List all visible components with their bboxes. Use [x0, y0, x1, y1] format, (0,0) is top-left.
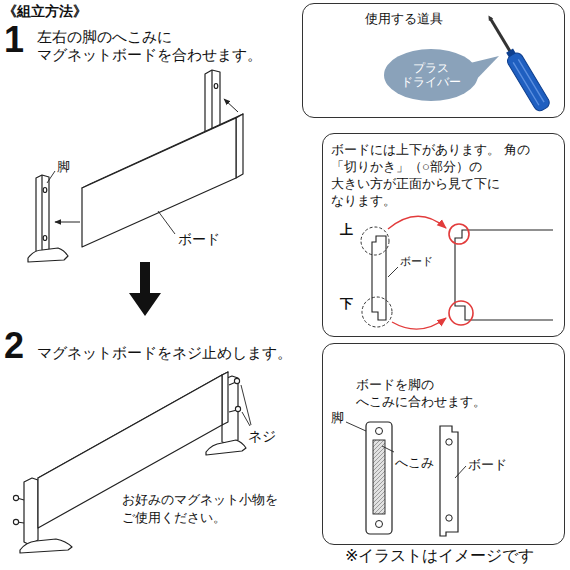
step-instruction: 左右の脚のへこみに マグネットボードを合わせます。: [37, 28, 277, 64]
screw-head: [13, 495, 18, 500]
bubble-outline: [384, 49, 478, 101]
board: [82, 118, 236, 247]
hole: [376, 428, 383, 435]
leader-line: [346, 422, 366, 431]
leader-line: [47, 171, 55, 183]
part-label: 脚: [57, 159, 70, 175]
note-text: ボードには上下があります。 角の「切りかき」（○部分）の 大きい方が正面から見て…: [331, 141, 546, 209]
note-text: ボードを脚の へこみに合わせます。: [356, 376, 506, 410]
note: お好みのマグネット小物を ご使用ください。: [122, 491, 297, 527]
step-number: 1: [4, 22, 24, 58]
screwdriver-tip: [486, 14, 493, 21]
step-instruction: マグネットボードをネジ止めします。: [37, 344, 292, 362]
notch-highlight: [449, 224, 469, 244]
step-number: 2: [4, 328, 24, 364]
hole: [214, 84, 218, 89]
notch-highlight: [449, 301, 473, 325]
part-label: ボード: [178, 231, 220, 248]
note-text: 使用する道具: [365, 10, 556, 27]
leader-line: [388, 267, 398, 277]
step-arrow: [129, 262, 161, 316]
leg: [36, 175, 49, 254]
part-label: ボード: [400, 255, 433, 268]
direction-label: 下: [340, 296, 353, 312]
board-edge: [440, 426, 458, 536]
screw-head: [234, 378, 239, 383]
leader-line: [242, 412, 250, 426]
hole: [446, 515, 452, 521]
leg-foot: [206, 440, 246, 455]
notch-marker: [361, 227, 389, 255]
bubble-outline: [384, 49, 478, 101]
part-label: 脚: [331, 410, 344, 426]
leg: [24, 478, 38, 545]
board-end: [222, 372, 228, 425]
hole: [446, 439, 452, 445]
leader-line: [382, 446, 394, 452]
board-front: [455, 230, 553, 320]
tool-panel: プラス ドライバー 使用する道具: [302, 3, 565, 118]
part-label: へこみ: [395, 455, 434, 471]
hole: [43, 188, 47, 193]
screw-head: [13, 519, 18, 524]
leader-line: [158, 211, 175, 234]
leg-foot: [28, 248, 68, 262]
red-arrow: [392, 318, 446, 329]
bubble-text: プラス ドライバー: [397, 61, 465, 89]
red-arrow: [388, 216, 446, 229]
note-panel: ボードには上下があります。 角の「切りかき」（○部分）の 大きい方が正面から見て…: [322, 133, 565, 337]
move-arrow: [55, 222, 80, 223]
leg-foot: [20, 539, 72, 553]
screwdriver-shaft: [490, 18, 511, 52]
hole: [43, 236, 47, 241]
leg-edge: [41, 175, 42, 254]
heading: 《組立方法》: [3, 3, 87, 20]
handle-groove: [513, 59, 544, 105]
hole: [376, 521, 383, 528]
move-arrow: [224, 99, 238, 112]
part-label: ボード: [468, 457, 507, 473]
screwdriver-handle: [505, 51, 551, 113]
direction-label: 上: [340, 222, 353, 238]
note-panel: ボードを脚の へこみに合わせます。: [322, 343, 565, 545]
board-profile: [372, 236, 386, 320]
leader-line: [241, 385, 251, 425]
board-end: [236, 114, 243, 178]
speech-bubble: プラス ドライバー: [384, 49, 478, 101]
notch-marker: [362, 297, 392, 327]
groove: [373, 440, 385, 514]
leg-side: [366, 422, 392, 534]
disclaimer: ※イラストはイメージです: [345, 546, 534, 565]
screw-head: [235, 406, 240, 411]
leader-line: [455, 466, 466, 478]
part-label: ネジ: [248, 428, 276, 445]
